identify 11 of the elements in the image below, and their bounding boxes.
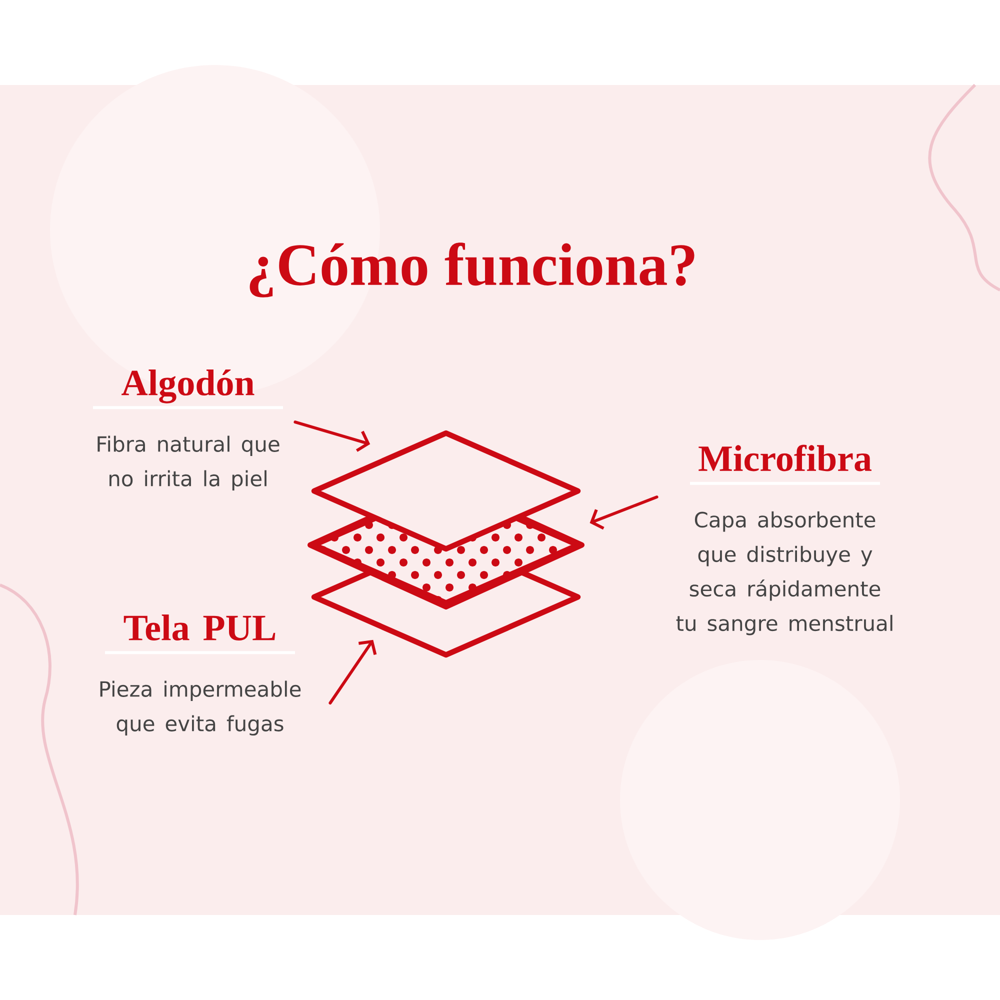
- heading: Microfibra: [698, 444, 872, 472]
- heading: Tela PUL: [124, 614, 276, 641]
- layer-sheet: [311, 430, 581, 552]
- heading: Algodón: [122, 369, 254, 404]
- arrow: [328, 640, 377, 704]
- title: ¿Cómo funciona?: [250, 242, 694, 298]
- arrow: [590, 496, 658, 530]
- description: Fibra natural que no irrita la piel: [98, 436, 280, 491]
- description: Pieza impermeable que evita fugas: [100, 680, 301, 736]
- description: Capa absorbente que distribuye y seca rápidamente tu sangre menstrual: [676, 511, 892, 636]
- arrow: [294, 420, 370, 452]
